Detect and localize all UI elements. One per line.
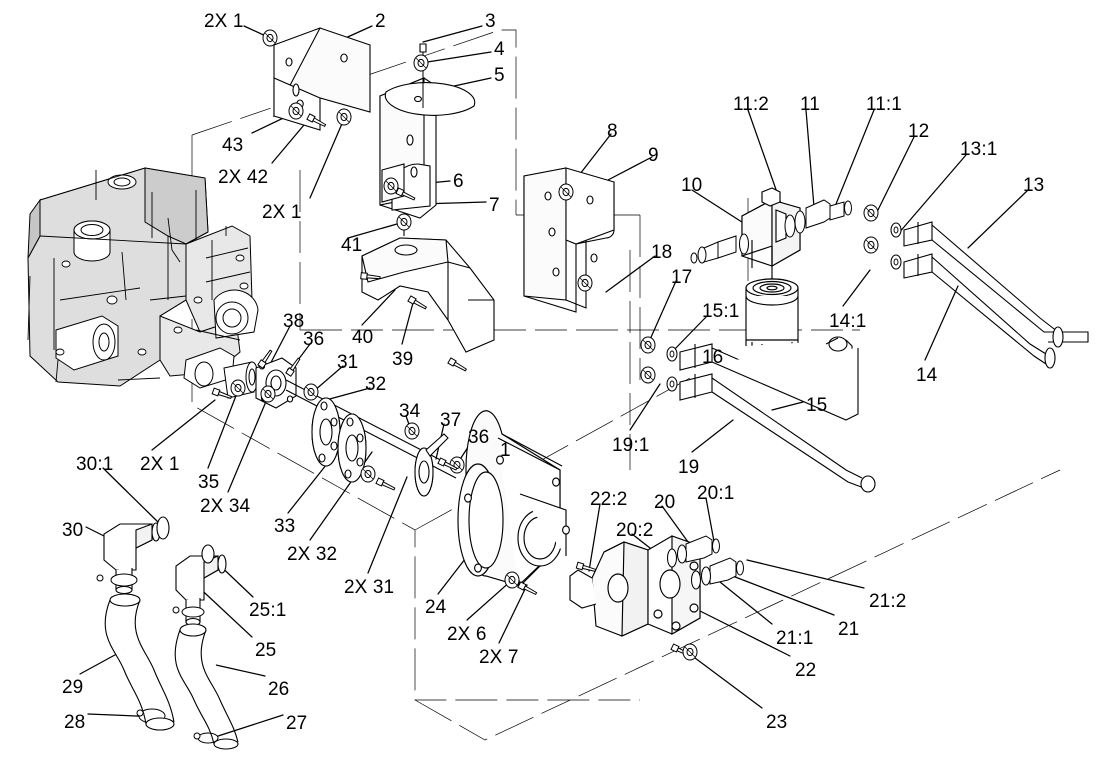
- engine-block: [27, 167, 259, 399]
- callout-c131: 13:1: [960, 139, 998, 160]
- callout-c12: 12: [908, 121, 930, 142]
- fastener-6: [383, 177, 399, 195]
- fastener-1a: [262, 29, 278, 47]
- callout-c42: 2X 42: [218, 167, 269, 188]
- leader-lines: [79, 25, 1029, 739]
- callout-c6b: 2X 6: [447, 624, 487, 645]
- callout-c18: 18: [651, 242, 673, 263]
- hydraulic-pump-22: [569, 535, 701, 637]
- oil-filter-16: [745, 278, 799, 358]
- callout-c34a: 34: [399, 401, 421, 422]
- suction-hose-29: [104, 593, 175, 731]
- callout-c26: 26: [268, 679, 290, 700]
- shield-9: [523, 167, 615, 313]
- callout-c151: 15:1: [702, 301, 740, 322]
- callout-c9: 9: [648, 145, 659, 166]
- callout-c23: 23: [766, 712, 788, 733]
- callout-c5: 5: [494, 65, 505, 86]
- callout-c111: 11:1: [866, 94, 902, 115]
- callout-c4: 4: [494, 39, 505, 60]
- callout-c32b: 2X 32: [287, 544, 338, 565]
- fastener-18: [577, 274, 593, 292]
- callout-c211: 21:1: [776, 628, 814, 649]
- fastener-8: [558, 183, 574, 201]
- fastener-4: [413, 54, 429, 72]
- callout-c2: 2: [375, 11, 386, 32]
- callout-c35: 35: [198, 472, 220, 493]
- callout-c37: 37: [440, 410, 462, 431]
- callout-c6: 6: [453, 171, 464, 192]
- fastener-41: [396, 213, 412, 231]
- callout-c7b: 2X 7: [479, 647, 519, 668]
- callout-c31b: 2X 31: [344, 577, 395, 598]
- callout-c29: 29: [62, 677, 84, 698]
- fastener-shroud-c: [447, 357, 468, 374]
- fastener-1b: [336, 108, 352, 126]
- hydraulic-tube-19: [679, 373, 876, 493]
- callout-c212: 21:2: [869, 591, 907, 612]
- fastener-39: [407, 295, 428, 312]
- callout-c34b: 2X 34: [200, 496, 251, 517]
- callout-c1d: 2X 1: [140, 454, 180, 475]
- callout-c301: 30:1: [76, 454, 114, 475]
- callout-c30: 30: [62, 520, 84, 541]
- plate-2-assembly: [272, 27, 371, 131]
- pump-port-fittings: [667, 535, 744, 590]
- callout-c33: 33: [274, 516, 296, 537]
- callout-c27: 27: [286, 713, 308, 734]
- callout-c32: 32: [365, 374, 387, 395]
- callout-c7: 7: [489, 195, 500, 216]
- nuts-17-19: [640, 336, 678, 392]
- callout-c22: 22: [795, 660, 817, 681]
- callout-c28: 28: [64, 712, 86, 733]
- callout-c17: 17: [671, 267, 693, 288]
- hydraulic-tube-13: [903, 221, 1089, 348]
- callout-c10: 10: [681, 175, 703, 196]
- callout-c222: 22:2: [590, 489, 628, 510]
- filter-manifold-10: [741, 187, 801, 292]
- callout-c25: 25: [255, 640, 277, 661]
- callout-c1c: 1: [500, 440, 511, 461]
- callout-c202: 20:2: [616, 520, 654, 541]
- callout-c15: 15: [806, 395, 828, 416]
- callout-c191: 19:1: [612, 435, 650, 456]
- fitting-17: [690, 233, 749, 264]
- callout-c31: 31: [337, 352, 359, 373]
- callout-c1b: 2X 1: [262, 202, 302, 223]
- callout-c38: 38: [283, 311, 305, 332]
- callout-c19: 19: [678, 457, 700, 478]
- callout-c36a: 36: [303, 329, 325, 350]
- callout-c21: 21: [838, 619, 860, 640]
- callout-c24: 24: [425, 597, 447, 618]
- hydraulic-tube-14: [903, 253, 1056, 369]
- callout-c39: 39: [392, 349, 414, 370]
- bell-housing-24: [457, 410, 570, 587]
- clamps: [96, 573, 219, 744]
- callout-c1: 2X 1: [204, 11, 244, 32]
- callout-c36b: 36: [468, 427, 490, 448]
- callout-c43: 43: [222, 135, 244, 156]
- callout-c20: 20: [654, 492, 676, 513]
- hydraulic-tube-15: [679, 336, 859, 421]
- callout-c251: 25:1: [249, 600, 287, 621]
- suction-hose-26: [174, 623, 239, 750]
- callout-c13: 13: [1023, 175, 1045, 196]
- callout-c11: 11: [800, 94, 820, 115]
- callout-c8: 8: [607, 121, 618, 142]
- fastener-43: [288, 102, 304, 120]
- shroud-40: [361, 222, 495, 353]
- callout-c14: 14: [916, 365, 938, 386]
- callout-c40: 40: [352, 327, 374, 348]
- callout-c16: 16: [702, 347, 724, 368]
- callout-c41: 41: [341, 235, 363, 256]
- fitting-11: [784, 199, 852, 238]
- nuts-12-14: [863, 204, 902, 270]
- callout-c141: 14:1: [829, 311, 867, 332]
- callout-c3: 3: [485, 11, 496, 32]
- callout-c201: 20:1: [697, 483, 735, 504]
- callout-c112: 11:2: [733, 94, 769, 115]
- drive-coupling-assembly: [255, 357, 457, 497]
